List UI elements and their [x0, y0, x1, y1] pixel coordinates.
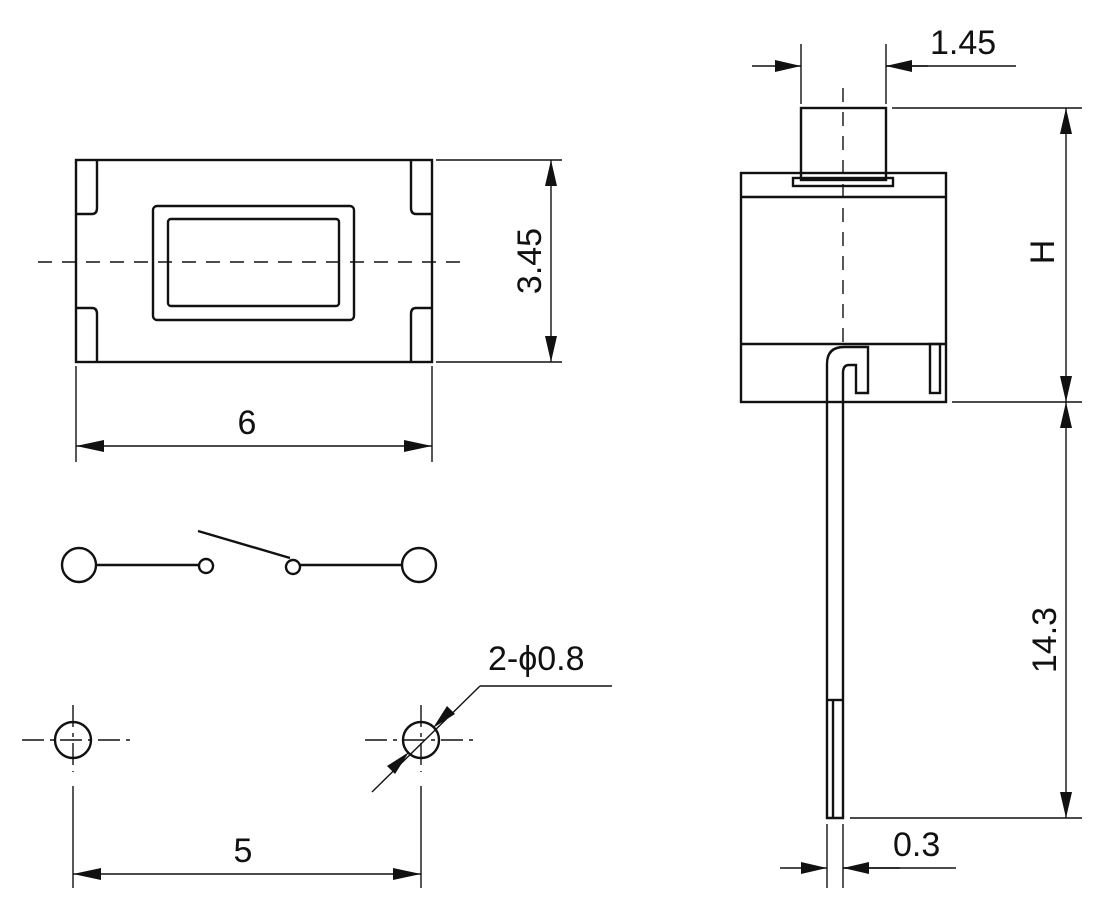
top-width-label: 6	[238, 404, 257, 442]
contact-fixed	[197, 557, 215, 575]
top-view: 3.45 6	[38, 158, 562, 462]
top-height-label: 3.45	[511, 228, 549, 294]
terminal-lead	[825, 345, 870, 820]
side-slot-right	[928, 342, 942, 395]
side-actuator	[799, 106, 888, 182]
contact-pivot	[284, 558, 302, 576]
terminal-left	[60, 546, 98, 584]
corner-bracket-bl	[76, 306, 99, 362]
corner-bracket-tr	[409, 160, 432, 216]
switch-lever	[197, 529, 291, 560]
side-view: 1.45 H 14.3 0.3	[739, 24, 1082, 888]
switch-schematic	[60, 529, 438, 584]
hole-spec-label: 2-ϕ0.8	[488, 640, 585, 678]
terminal-right	[400, 546, 438, 584]
corner-bracket-br	[409, 306, 432, 362]
lead-length-label: 14.3	[1026, 607, 1064, 673]
switch-body-outline	[74, 158, 434, 364]
actuator-width-label: 1.45	[930, 24, 996, 62]
actuator-outer	[151, 204, 356, 322]
hole-leader-line	[371, 685, 481, 793]
pcb-hole-layout: 2-ϕ0.8 5	[22, 640, 612, 888]
corner-bracket-tl	[76, 160, 99, 216]
pin-pitch-label: 5	[234, 832, 253, 870]
body-height-label: H	[1024, 240, 1062, 265]
lead-thickness-label: 0.3	[893, 826, 940, 864]
